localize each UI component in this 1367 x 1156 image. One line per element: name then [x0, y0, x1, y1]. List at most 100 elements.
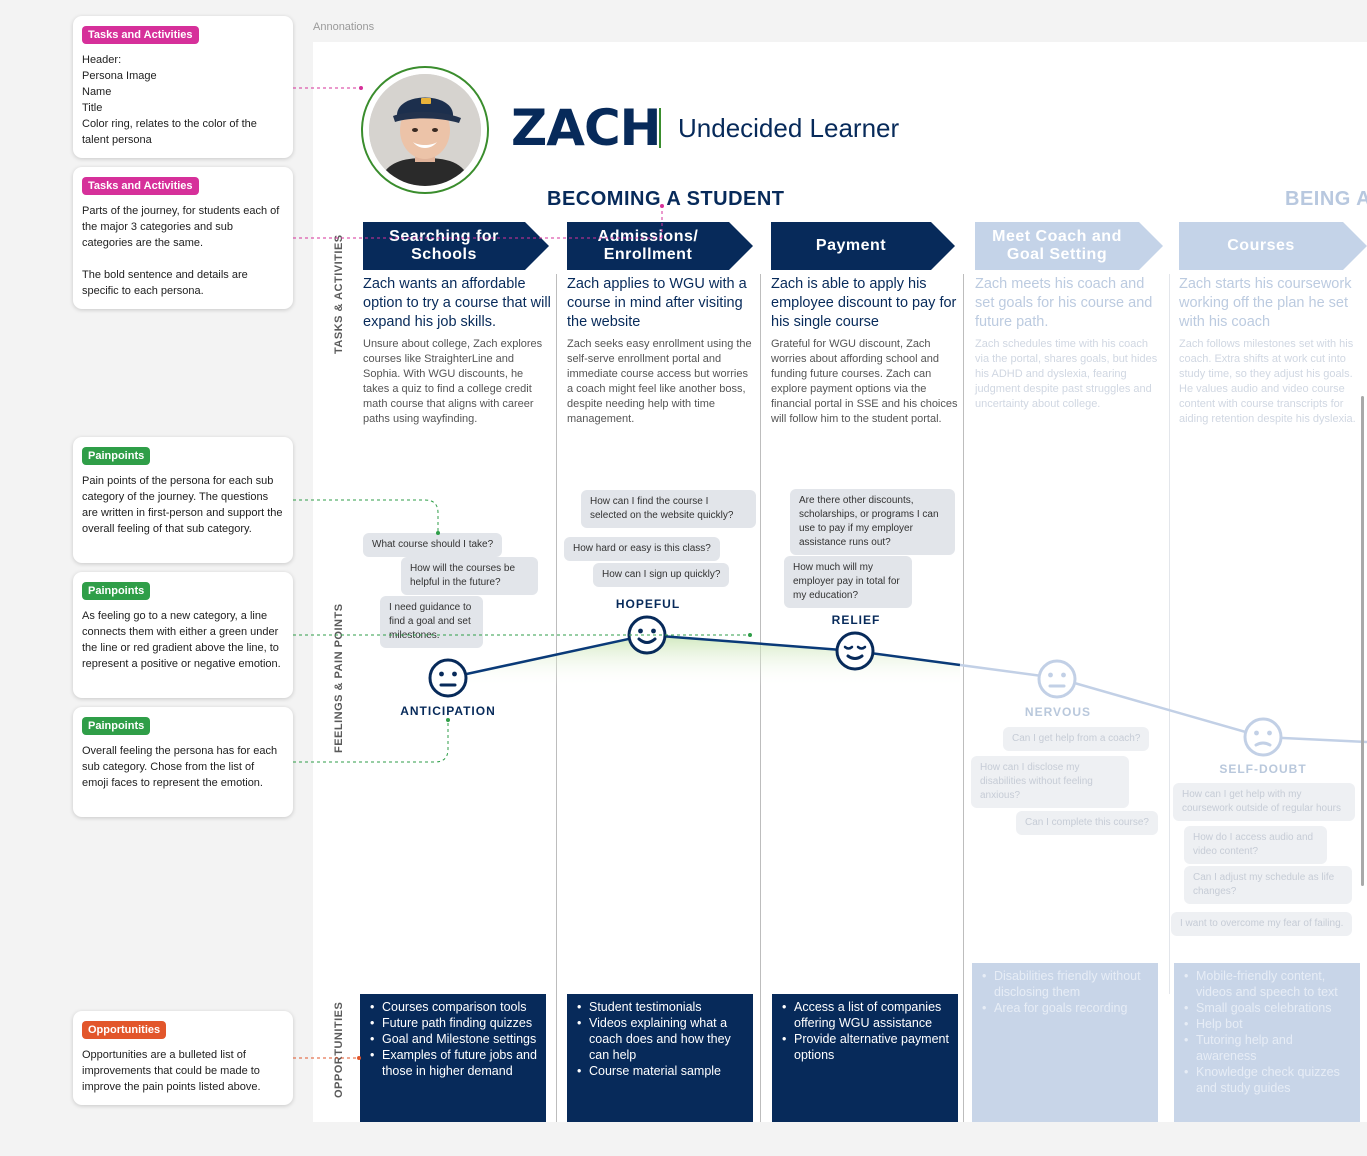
pain-point-bubble: I need guidance to find a goal and set m… [380, 596, 483, 648]
note-line: Name [82, 86, 112, 98]
annotation-opportunities: Opportunities Opportunities are a bullet… [73, 1011, 293, 1105]
pain-point-bubble: How can I sign up quickly? [593, 563, 730, 587]
persona-illustration [369, 74, 481, 186]
note-line: Opportunities are a bulleted list of imp… [82, 1049, 261, 1093]
persona-title: Undecided Learner [678, 113, 900, 143]
column-divider [963, 274, 964, 1122]
side-label-tasks: TASKS & ACTIVITIES [333, 234, 345, 354]
task-detail: Grateful for WGU discount, Zach worries … [771, 338, 958, 425]
annotation-overall-feeling: Painpoints Overall feeling the persona h… [73, 707, 293, 817]
smile-face-icon [627, 615, 667, 655]
annotation-header: Tasks and Activities Header: Persona Ima… [73, 16, 293, 158]
chevron-tip [729, 222, 753, 270]
column-divider [556, 274, 557, 1122]
opportunity-item: Course material sample [577, 1063, 745, 1079]
chevron-tip [525, 222, 549, 270]
tag-tasks-activities: Tasks and Activities [82, 177, 199, 195]
emotion-label: ANTICIPATION [400, 704, 496, 718]
opportunity-item: Goal and Milestone settings [370, 1031, 538, 1047]
task-column: Zach applies to WGU with a course in min… [567, 275, 755, 427]
column-divider [760, 274, 761, 1122]
task-lead: Zach meets his coach and set goals for h… [975, 276, 1153, 330]
annotation-feeling-line: Painpoints As feeling go to a new catego… [73, 572, 293, 698]
tag-opportunities: Opportunities [82, 1021, 167, 1039]
tag-tasks-activities: Tasks and Activities [82, 26, 199, 44]
task-lead: Zach wants an affordable option to try a… [363, 276, 551, 330]
annotation-journey-parts: Tasks and Activities Parts of the journe… [73, 167, 293, 309]
task-lead: Zach applies to WGU with a course in min… [567, 276, 747, 330]
note-line: Parts of the journey, for students each … [82, 205, 280, 249]
emotion-label: NERVOUS [1024, 705, 1092, 719]
task-column: Zach meets his coach and set goals for h… [975, 275, 1163, 412]
worried-face-icon [1243, 717, 1283, 757]
emotion-label: SELF-DOUBT [1219, 762, 1307, 776]
task-lead: Zach is able to apply his employee disco… [771, 276, 957, 330]
opportunity-item: Courses comparison tools [370, 999, 538, 1015]
opportunity-item: Videos explaining what a coach does and … [577, 1015, 745, 1063]
task-column: Zach is able to apply his employee disco… [771, 275, 959, 427]
note-spacer [82, 251, 283, 267]
opportunities-box: Student testimonials Videos explaining w… [567, 994, 753, 1122]
side-label-feelings: FEELINGS & PAIN POINTS [333, 603, 345, 753]
neutral-face-icon [428, 658, 468, 698]
chevron-tip [1139, 222, 1163, 270]
vertical-scrollbar[interactable] [1361, 396, 1364, 886]
opportunity-item: Future path finding quizzes [370, 1015, 538, 1031]
frame-label: Annonations [313, 21, 375, 33]
pain-point-bubble: I want to overcome my fear of failing. [1171, 912, 1353, 936]
note-line: The bold sentence and details are specif… [82, 269, 248, 297]
task-detail: Zach schedules time with his coach via t… [975, 338, 1158, 410]
journey-map-canvas: ZACH Undecided Learner BECOMING A STUDEN… [313, 42, 1367, 1122]
pain-point-bubble: Are there other discounts, scholarships,… [790, 489, 955, 555]
opportunities-box: Courses comparison tools Future path fin… [360, 994, 546, 1122]
note-line: Color ring, relates to the color of the … [82, 118, 257, 146]
pain-point-bubble: What course should I take? [363, 533, 503, 557]
column-divider [1169, 274, 1170, 994]
relieved-face-icon [835, 631, 875, 671]
annotation-pain-points: Painpoints Pain points of the persona fo… [73, 437, 293, 563]
opportunity-item: Access a list of companies offering WGU … [782, 999, 950, 1031]
name-divider [659, 108, 661, 148]
opportunities-box: Disabilities friendly without disclosing… [972, 963, 1158, 1122]
pain-point-bubble: How can I get help with my coursework ou… [1173, 783, 1355, 821]
pain-point-bubble: How can I disclose my disabilities witho… [971, 756, 1129, 808]
pain-point-bubble: How do I access audio and video content? [1184, 826, 1327, 864]
pain-point-bubble: How hard or easy is this class? [564, 537, 720, 561]
pain-point-bubble: Can I adjust my schedule as life changes… [1184, 866, 1352, 904]
pain-point-bubble: Can I get help from a coach? [1003, 727, 1150, 751]
emotion-label: RELIEF [831, 613, 881, 627]
note-line: Persona Image [82, 70, 157, 82]
note-line: Title [82, 102, 103, 114]
pain-point-bubble: How much will my employer pay in total f… [784, 556, 912, 608]
opportunity-item: Mobile-friendly content, videos and spee… [1184, 968, 1352, 1000]
positive-gradient [448, 635, 960, 687]
note-line: Overall feeling the persona has for each… [82, 745, 278, 789]
pain-point-bubble: How will the courses be helpful in the f… [401, 557, 538, 595]
opportunity-item: Knowledge check quizzes and study guides [1184, 1064, 1352, 1096]
opportunity-item: Examples of future jobs and those in hig… [370, 1047, 538, 1079]
stage-label: Meet Coach and Goal Setting [975, 222, 1139, 270]
opportunity-item: Provide alternative payment options [782, 1031, 950, 1063]
persona-photo [369, 74, 481, 186]
task-detail: Unsure about college, Zach explores cour… [363, 338, 543, 425]
task-column: Zach wants an affordable option to try a… [363, 275, 551, 427]
task-detail: Zach follows milestones set with his coa… [1179, 338, 1356, 425]
opportunity-item: Small goals celebrations [1184, 1000, 1352, 1016]
feeling-line [447, 633, 961, 680]
stage-label: Admissions/ Enrollment [567, 222, 729, 270]
opportunity-item: Tutoring help and awareness [1184, 1032, 1352, 1064]
stage-label: Payment [771, 222, 931, 270]
opportunity-item: Area for goals recording [982, 1000, 1150, 1016]
opportunity-item: Help bot [1184, 1016, 1352, 1032]
pain-point-bubble: How can I find the course I selected on … [581, 490, 756, 528]
note-line: Pain points of the persona for each sub … [82, 475, 283, 535]
stage-label: Courses [1179, 222, 1343, 270]
tag-painpoints: Painpoints [82, 717, 151, 735]
chevron-tip [1343, 222, 1367, 270]
persona-color-ring [361, 66, 489, 194]
persona-name: ZACH [511, 99, 661, 157]
task-lead: Zach starts his coursework working off t… [1179, 276, 1352, 330]
opportunity-item: Disabilities friendly without disclosing… [982, 968, 1150, 1000]
opportunities-box: Mobile-friendly content, videos and spee… [1174, 963, 1360, 1122]
opportunities-box: Access a list of companies offering WGU … [772, 994, 958, 1122]
